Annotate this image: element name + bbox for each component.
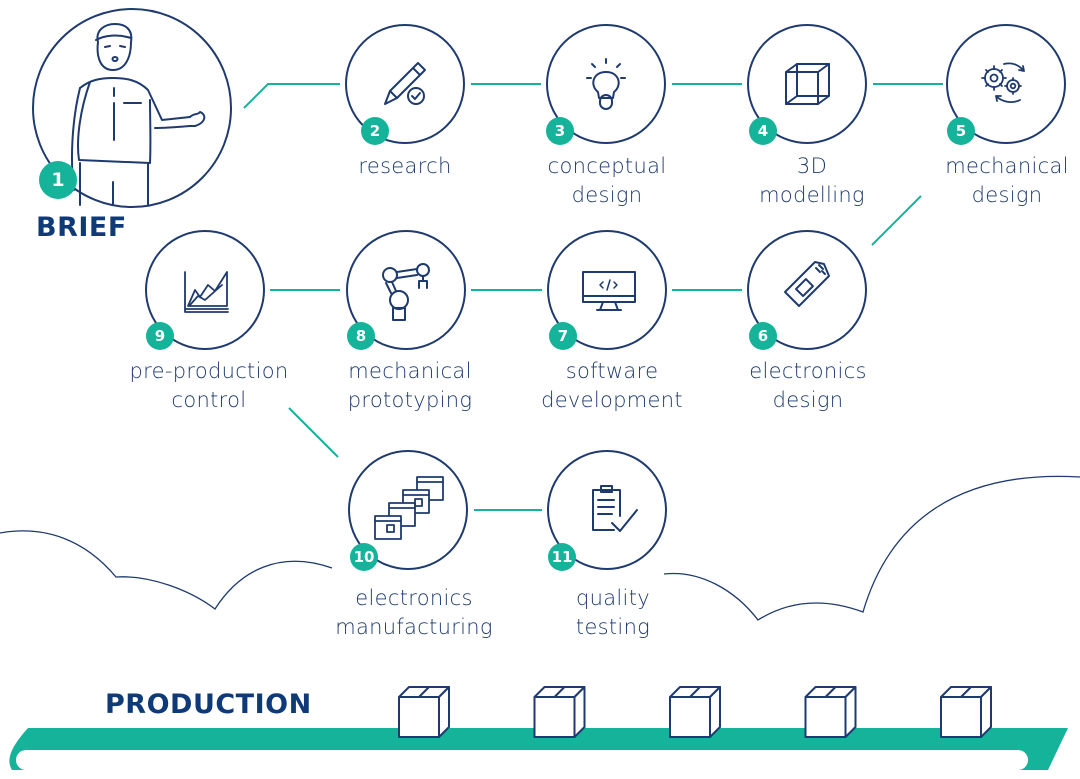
circuit-boards-icon <box>374 476 444 540</box>
production-title: PRODUCTION <box>105 689 312 720</box>
lightbulb-icon <box>586 58 626 110</box>
step-badge-9: 9 <box>146 322 174 350</box>
chart-growth-icon <box>184 271 229 313</box>
brief-title: BRIEF <box>36 212 127 243</box>
step-circle-5 <box>946 24 1066 144</box>
step-badge-11: 11 <box>548 543 576 571</box>
step-badge-5: 5 <box>947 117 975 145</box>
step-badge-1: 1 <box>39 161 77 199</box>
package-box-icon <box>533 686 586 738</box>
step-badge-10: 10 <box>350 543 378 571</box>
step-circle-3 <box>546 24 666 144</box>
package-box-icon <box>669 686 721 738</box>
chip-card-icon <box>784 261 830 307</box>
step-circle-6 <box>747 230 867 350</box>
cloud-outline-right <box>663 475 1080 621</box>
step-circle-8 <box>346 230 466 350</box>
connectors <box>243 83 943 511</box>
connector-5-6 <box>871 195 922 246</box>
step-badge-4: 4 <box>749 117 777 145</box>
step-circle-4 <box>747 24 867 144</box>
step-badge-3: 3 <box>546 117 574 145</box>
step-badge-8: 8 <box>347 322 375 350</box>
step-circle-11 <box>547 450 667 570</box>
package-box-icon <box>804 686 857 738</box>
clipboard-check-icon <box>592 485 638 532</box>
step-circle-2 <box>345 24 465 144</box>
connector-1-2 <box>243 83 340 109</box>
robot-arm-icon <box>382 263 430 321</box>
step-badge-2: 2 <box>361 117 389 145</box>
package-boxes <box>398 686 992 738</box>
monitor-code-icon <box>582 271 636 311</box>
step-badge-6: 6 <box>749 322 777 350</box>
cloud-outline-left <box>0 530 333 610</box>
brief-circle <box>32 8 232 208</box>
person-presenting-icon <box>71 23 206 206</box>
pencil-check-icon <box>384 62 426 105</box>
step-badge-7: 7 <box>549 322 577 350</box>
step-label-2: research <box>358 154 452 178</box>
connector-9-10 <box>288 407 339 458</box>
cube-icon <box>785 63 830 105</box>
step-circles <box>32 8 1066 570</box>
package-box-icon <box>940 686 992 738</box>
gears-cycle-icon <box>981 62 1025 103</box>
conveyor-belt-icon <box>9 728 1069 770</box>
package-box-icon <box>398 686 450 738</box>
